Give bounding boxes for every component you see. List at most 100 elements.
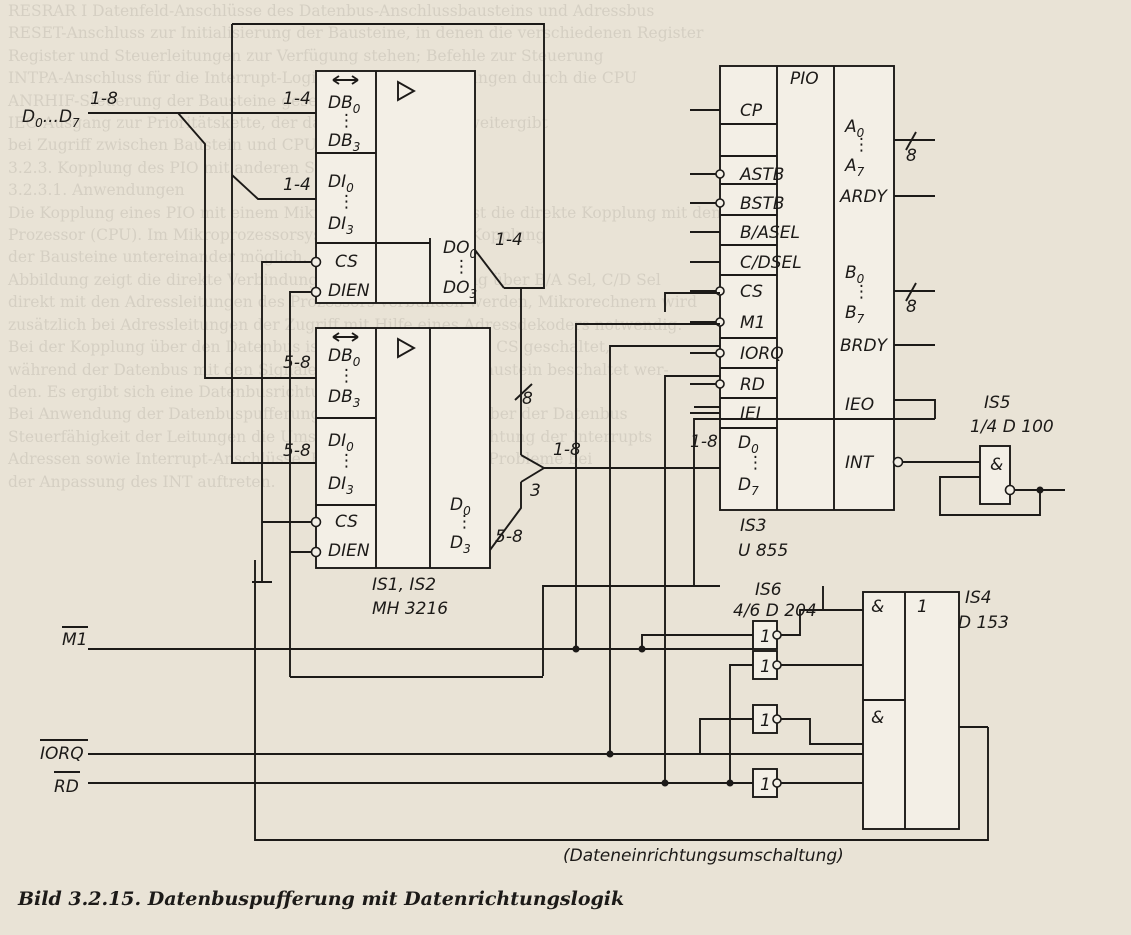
pio-type: U 855 [738, 541, 788, 561]
pio-a-last-sub: 7 [857, 165, 865, 179]
is6-type: 4/6 D 204 [733, 601, 817, 621]
svg-text:⋮: ⋮ [338, 192, 355, 212]
svg-text:⋮: ⋮ [338, 111, 355, 131]
inv-3: 1 [760, 711, 771, 731]
pio-pin-iei: IEI [740, 404, 761, 424]
pio-pin-astb: ASTB [739, 165, 784, 185]
svg-text:DI3: DI3 [328, 214, 354, 237]
pio-pin-m1: M1 [740, 313, 765, 333]
svg-text:A0: A0 [844, 117, 865, 140]
pio-name: IS3 [740, 516, 767, 536]
is4-type: D 153 [958, 613, 1009, 633]
pio-title: PIO [790, 69, 819, 89]
pio-pin-rd: RD [740, 375, 765, 395]
pio-pin-basel: B/ASEL [740, 223, 800, 243]
is4-and-1: & [871, 597, 884, 617]
bot-d-last-sub: 3 [463, 542, 471, 556]
pio-pin-bubble [715, 198, 725, 208]
control-inputs: M1 IORQ RD [40, 292, 989, 866]
bot-di-first-sub: 0 [346, 440, 354, 454]
pio-pin-cs: CS [740, 282, 763, 302]
direction-label: (Dateneinrichtungsumschaltung) [563, 846, 844, 866]
is5-and: & [990, 455, 1003, 475]
d-bus-last-sub: 7 [72, 116, 80, 130]
pio-d-range: 1-8 [690, 432, 718, 452]
range-bot-di: 5-8 [283, 441, 311, 461]
top-dien-label: DIEN [328, 281, 370, 301]
is4-and-2: & [871, 708, 884, 728]
top-di-first-sub: 0 [346, 181, 354, 195]
pio-b7-label: B [845, 303, 857, 323]
pio-b-first-sub: 0 [857, 272, 865, 286]
bot-db-first-sub: 0 [353, 355, 361, 369]
pio-pin-bubble [715, 348, 725, 358]
pio-a-first-sub: 0 [857, 126, 865, 140]
bot-d3-label: D [450, 533, 463, 553]
is4-name: IS4 [965, 588, 992, 608]
figure-caption: Bild 3.2.15. Datenbuspufferung mit Daten… [18, 888, 625, 910]
svg-text:⋮: ⋮ [453, 257, 470, 277]
top-di-label: DI [328, 172, 346, 192]
pio-pin-cdsel: C/DSEL [740, 253, 802, 273]
svg-text:DB0: DB0 [328, 93, 361, 116]
top-di3-label: DI [328, 214, 346, 234]
pio-pin-cp: CP [740, 101, 763, 121]
bot-dien-label: DIEN [328, 541, 370, 561]
pio-a-label: A [844, 117, 857, 137]
bus-count-3: 3 [530, 481, 541, 501]
svg-text:D0...D7: D0...D7 [22, 107, 80, 130]
pio-ieo: IEO [845, 395, 874, 415]
svg-text:D3: D3 [450, 533, 471, 556]
buffer-is1-top: DB0 ⋮ DB3 DI0 ⋮ DI3 CS DIEN DO0 ⋮ DO3 [310, 70, 477, 304]
top-do-first-sub: 0 [469, 247, 477, 261]
svg-text:B0: B0 [845, 263, 865, 286]
bus-width-label: 8 [522, 389, 533, 409]
bot-db-last-sub: 3 [353, 396, 361, 410]
inv-1: 1 [760, 627, 771, 647]
pio-d-label: D0 [738, 433, 759, 456]
top-do-label: DO [443, 238, 469, 258]
pio-b-width: 8 [906, 297, 917, 317]
range-top-db: 1-4 [283, 89, 311, 109]
top-do3-label: DO [443, 278, 469, 298]
svg-text:⋮: ⋮ [747, 453, 764, 473]
d-bus-label-2: D [59, 107, 72, 127]
svg-text:DB3: DB3 [328, 387, 360, 410]
buffer-is2-bottom: DB0 ⋮ DB3 DI0 ⋮ DI3 CS DIEN D0 ⋮ D3 IS1,… [310, 327, 491, 619]
is12-type: MH 3216 [372, 599, 448, 619]
svg-text:DI0: DI0 [328, 431, 354, 454]
svg-text:B7: B7 [845, 303, 865, 326]
bot-db3-label: DB [328, 387, 353, 407]
pio-pin-iorq: IORQ [740, 344, 784, 364]
is5-type: 1/4 D 100 [970, 417, 1054, 437]
iorq-label: IORQ [40, 744, 84, 764]
top-db3-label: DB [328, 131, 353, 151]
d-bus-first-sub: 0 [35, 116, 43, 130]
pio-pin-bstb: BSTB [740, 194, 785, 214]
pio-pin-bubble [715, 379, 725, 389]
top-db-label: DB [328, 93, 353, 113]
bot-di3-label: DI [328, 474, 346, 494]
pio-right-pins: A0 ⋮ A7 ARDY 8 B0 ⋮ B7 BRDY 8 IEO INT D0… [690, 117, 935, 561]
data-bus-wiring: D0...D7 1-8 1-4 1-4 5-8 5-8 1-4 5-8 8 1-… [22, 23, 703, 551]
svg-text:⋮: ⋮ [338, 451, 355, 471]
pio-brdy: BRDY [840, 336, 889, 356]
bus-range-input: 1-8 [90, 89, 118, 109]
svg-text:DI3: DI3 [328, 474, 354, 497]
d-bus-label: D [22, 107, 35, 127]
pio-pin-bubble [715, 169, 725, 179]
pio-ardy: ARDY [839, 187, 889, 207]
d-bus-sep: ... [43, 107, 59, 127]
is5-name: IS5 [984, 393, 1011, 413]
is4-or: 1 [917, 597, 928, 617]
m1-label: M1 [62, 630, 87, 650]
inverters-is6: IS6 4/6 D 204 1 1 1 1 [733, 580, 863, 798]
top-db-last-sub: 3 [353, 140, 361, 154]
pio-is3: PIO [719, 65, 895, 511]
top-di-last-sub: 3 [346, 223, 354, 237]
svg-text:A7: A7 [844, 156, 865, 179]
svg-text:D0: D0 [450, 495, 471, 518]
svg-text:⋮: ⋮ [456, 512, 473, 532]
